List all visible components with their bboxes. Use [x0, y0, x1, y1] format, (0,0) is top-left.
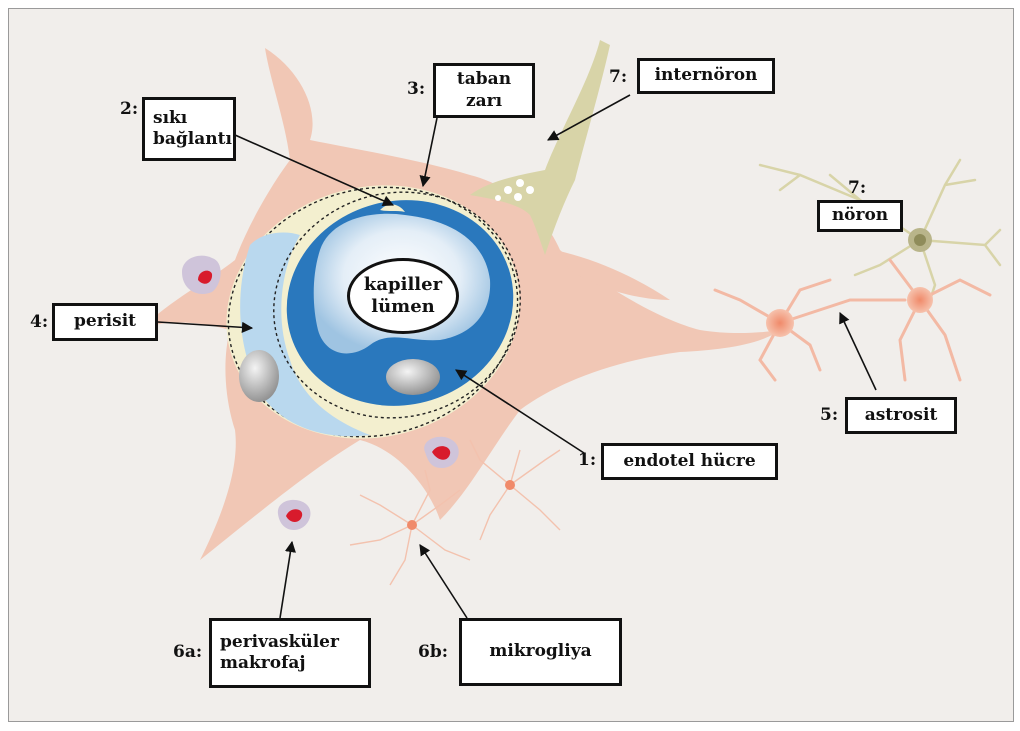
label-number-3: 3:	[407, 80, 425, 99]
microglia-soma	[407, 520, 417, 530]
label-number-6b: 6b:	[418, 643, 448, 662]
interneuron-label: internöron	[637, 58, 775, 94]
pericyte-label: perisit	[52, 303, 158, 341]
perivascular-macrophage-label: perivasküler makrofaj	[209, 618, 371, 688]
neuron-label: nöron	[817, 200, 903, 232]
pericyte-nucleus	[239, 350, 279, 402]
label-number-7-neuron: 7:	[848, 179, 866, 198]
basement-membrane-label: taban zarı	[433, 63, 535, 118]
capillary-lumen-label: kapiller lümen	[347, 258, 459, 334]
microglia-label: mikrogliya	[459, 618, 622, 686]
endothelial-nucleus	[386, 359, 440, 395]
microglia-soma	[505, 480, 515, 490]
label-number-5: 5:	[820, 406, 838, 425]
astrocyte-label: astrosit	[845, 397, 957, 434]
label-number-1: 1:	[578, 451, 596, 470]
tight-junction-label: sıkı bağlantı	[142, 97, 236, 161]
label-number-4: 4:	[30, 313, 48, 332]
label-number-2: 2:	[120, 100, 138, 119]
label-number-7-interneuron: 7:	[609, 68, 627, 87]
endothelial-cell-label: endotel hücre	[601, 443, 778, 480]
label-number-6a: 6a:	[173, 643, 202, 662]
